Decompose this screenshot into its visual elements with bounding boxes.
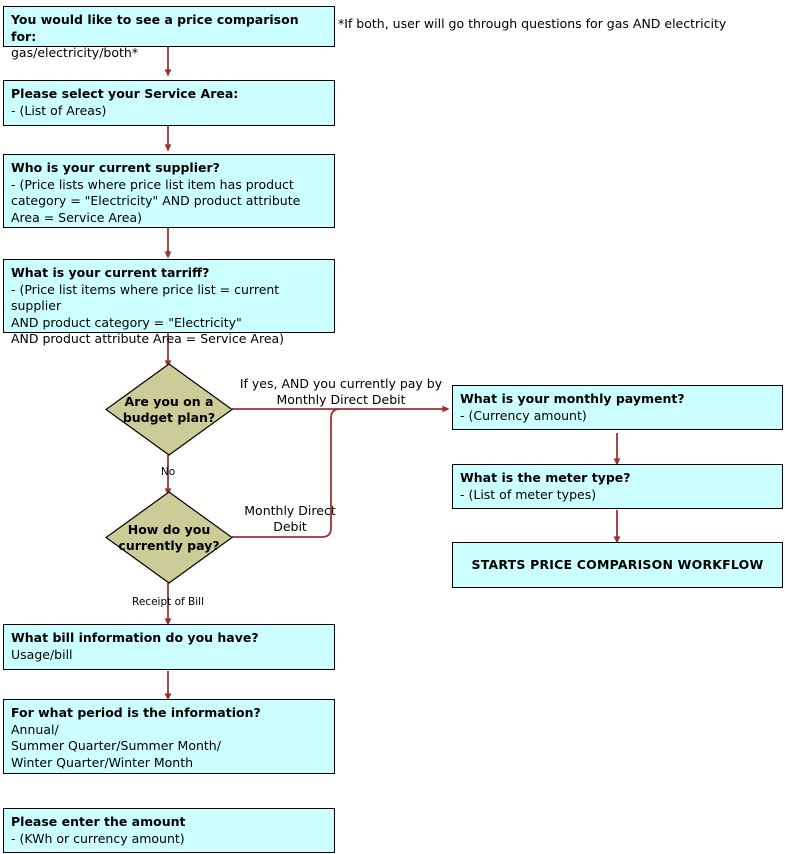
- node-period-information[interactable]: For what period is the information? Annu…: [3, 699, 335, 774]
- node-title: You would like to see a price comparison…: [11, 12, 303, 44]
- node-body: - (Currency amount): [460, 407, 587, 423]
- edge-label-receipt-of-bill: Receipt of Bill: [132, 596, 204, 608]
- node-currently-pay-decision[interactable]: How do you currently pay?: [105, 491, 233, 584]
- node-enter-amount[interactable]: Please enter the amount - (KWh or curren…: [3, 808, 335, 853]
- node-body: gas/electricity/both*: [11, 45, 139, 60]
- node-price-comparison-for[interactable]: You would like to see a price comparison…: [3, 6, 335, 60]
- node-title: How do you currently pay?: [118, 521, 220, 553]
- node-meter-type[interactable]: What is the meter type? - (List of meter…: [452, 464, 783, 509]
- node-current-tarriff[interactable]: What is your current tarriff? - (Price l…: [3, 259, 335, 346]
- edge-label-no: No: [160, 466, 176, 478]
- node-title: Who is your current supplier?: [11, 160, 220, 175]
- node-body: Annual/ Summer Quarter/Summer Month/ Win…: [11, 721, 221, 770]
- node-body: - (Price list items where price list = c…: [11, 281, 285, 347]
- node-bill-information[interactable]: What bill information do you have? Usage…: [3, 624, 335, 670]
- node-title: STARTS PRICE COMPARISON WORKFLOW: [471, 556, 764, 572]
- node-service-area[interactable]: Please select your Service Area: - (List…: [3, 80, 335, 126]
- node-title: Please select your Service Area:: [11, 86, 239, 101]
- node-title: What is the meter type?: [460, 470, 631, 485]
- node-title: For what period is the information?: [11, 705, 261, 720]
- node-body: - (List of meter types): [460, 486, 597, 502]
- node-title: Are you on a budget plan?: [122, 393, 216, 425]
- node-body: - (List of Areas): [11, 102, 107, 118]
- node-title: Please enter the amount: [11, 814, 186, 829]
- node-budget-plan-decision[interactable]: Are you on a budget plan?: [105, 363, 233, 456]
- node-body: - (KWh or currency amount): [11, 830, 185, 846]
- diamond-shape: [105, 363, 233, 456]
- edge-label-monthly-direct-debit: Monthly Direct Debit: [244, 503, 336, 534]
- node-body: - (Price lists where price list item has…: [11, 176, 305, 225]
- node-starts-price-comparison-workflow[interactable]: STARTS PRICE COMPARISON WORKFLOW: [452, 542, 783, 588]
- diamond-shape: [105, 491, 233, 584]
- node-title: What bill information do you have?: [11, 630, 259, 645]
- node-body: Usage/bill: [11, 646, 73, 662]
- edge-label-yes-monthly-direct-debit: If yes, AND you currently pay by Monthly…: [239, 376, 443, 407]
- footnote-both-gas-and-electricity: *If both, user will go through questions…: [338, 16, 727, 31]
- node-monthly-payment[interactable]: What is your monthly payment? - (Currenc…: [452, 385, 783, 430]
- node-title: What is your monthly payment?: [460, 391, 685, 406]
- node-current-supplier[interactable]: Who is your current supplier? - (Price l…: [3, 154, 335, 228]
- node-title: What is your current tarriff?: [11, 265, 210, 280]
